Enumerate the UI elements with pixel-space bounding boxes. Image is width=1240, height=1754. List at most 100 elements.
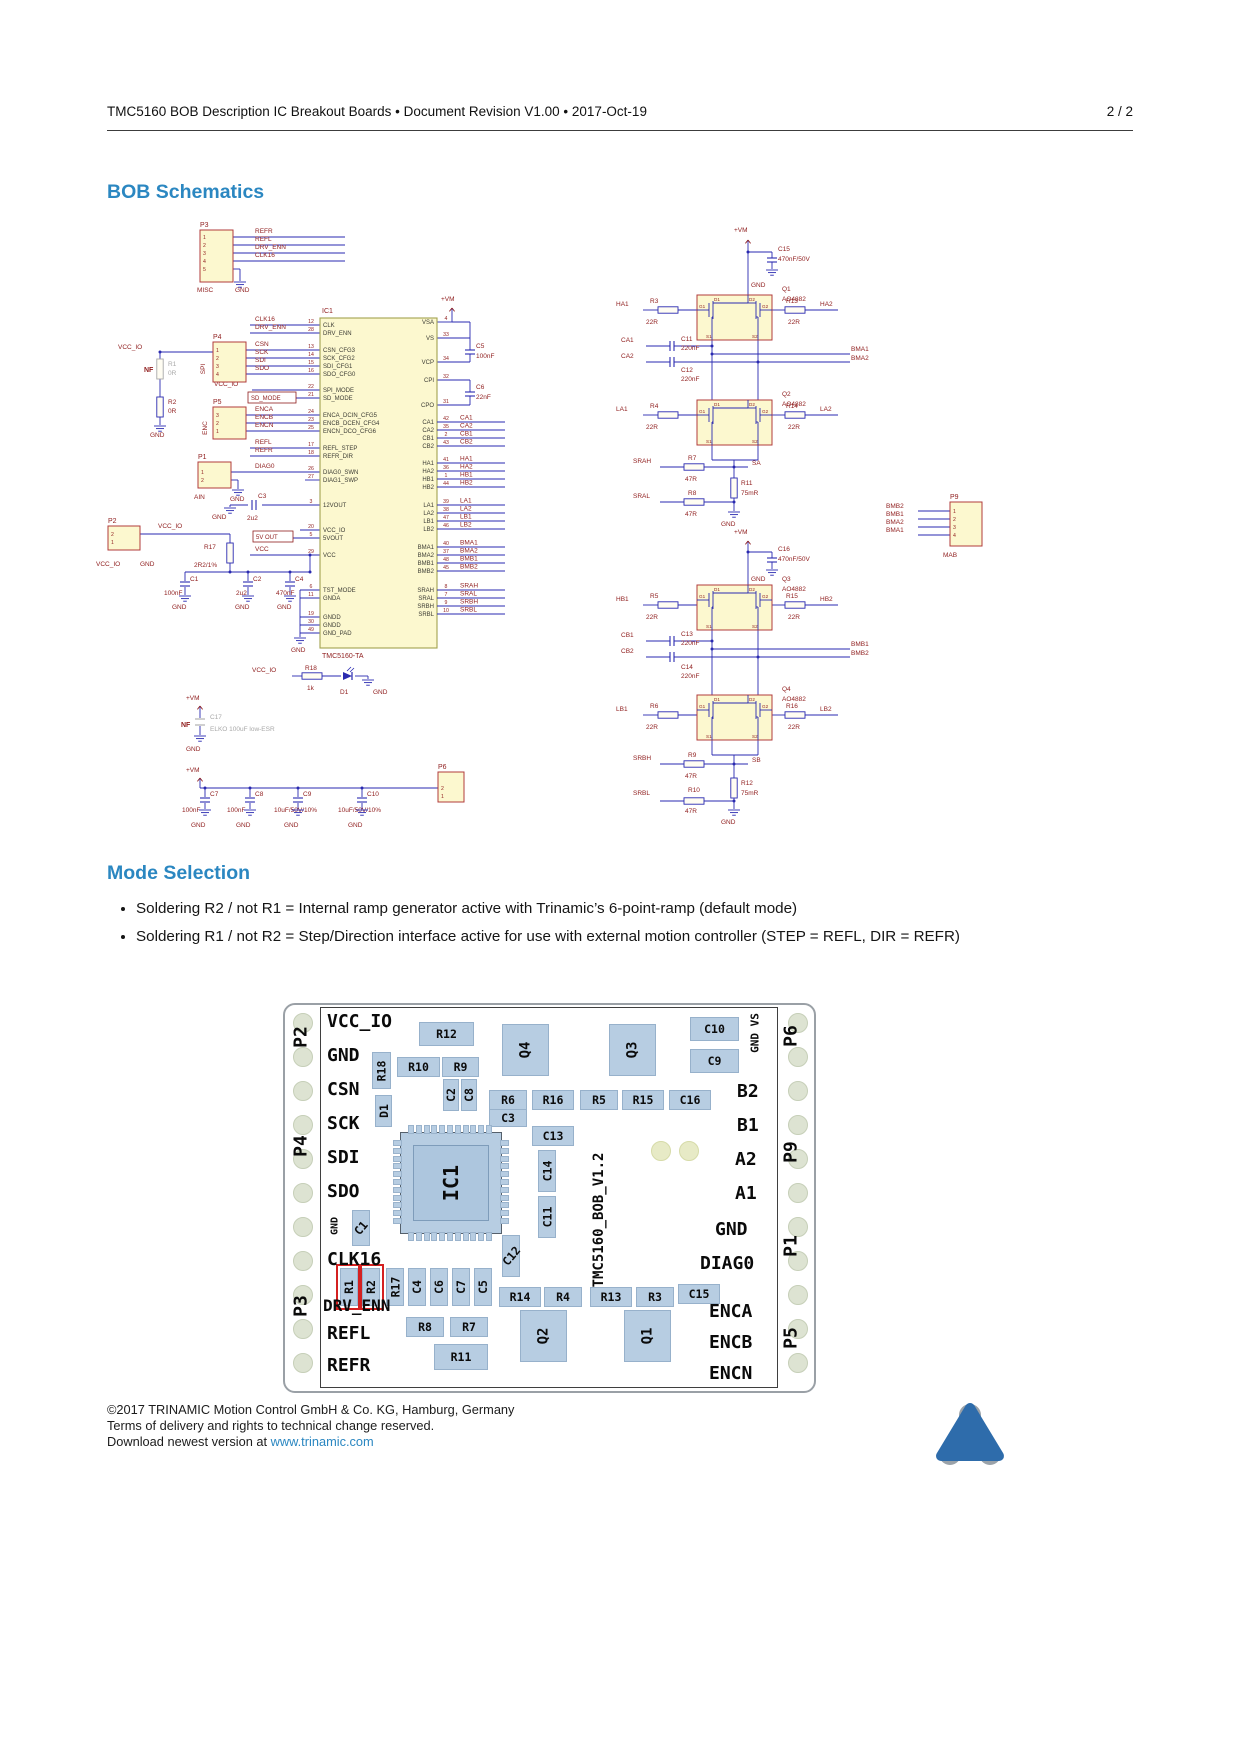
dual-mosfet-block: [696, 694, 773, 741]
connector-pad: [293, 1115, 313, 1135]
schematic-label: ENCB: [255, 414, 273, 421]
schematic-label: C2: [253, 576, 262, 583]
schematic-label: D2: [749, 402, 755, 407]
schematic-label: D1: [714, 697, 720, 702]
connector-pad: [293, 1047, 313, 1067]
ic-pin-number: 45: [443, 565, 449, 571]
schematic-label: CB2: [621, 648, 634, 655]
footer-download-text: Download newest version at: [107, 1433, 271, 1449]
ic-pin-name: ENCN_DCO_CFG6: [323, 429, 377, 435]
board-component-r2: R2: [358, 1264, 384, 1310]
board-label-b2: B2: [737, 1081, 759, 1102]
schematic-label: 22R: [788, 724, 800, 731]
schematic-label: C13: [681, 631, 693, 638]
net-label: HA1: [460, 456, 473, 463]
schematic-label: S1: [706, 624, 712, 629]
schematic-label: AIN: [194, 494, 205, 501]
connector-pin-number: 1: [201, 470, 204, 476]
board-component-c5: C5: [474, 1268, 492, 1306]
ic-pin-name: HB2: [422, 485, 434, 491]
board-component-r16: R16: [532, 1090, 574, 1110]
board-label-sdo: SDO: [327, 1181, 360, 1202]
schematic-label: HB2: [820, 596, 833, 603]
junction-dot: [756, 655, 760, 659]
board-component-r6: R6: [489, 1090, 527, 1110]
schematic-label: BMB1: [851, 641, 869, 648]
net-label: BMA2: [460, 548, 478, 555]
board-component-c15: C15: [678, 1284, 720, 1304]
junction-dot: [710, 647, 714, 651]
ic-pin-number: 14: [308, 352, 314, 358]
schematic-label: D1: [714, 587, 720, 592]
connector-pin-number: 4: [953, 533, 956, 539]
schematic-label: CB1: [621, 632, 634, 639]
ic-pin-name: VCC: [323, 553, 336, 559]
ic-pin-number: 22: [308, 384, 314, 390]
net-label: LA1: [460, 498, 472, 505]
board-component-r11: R11: [434, 1344, 488, 1370]
schematic-label: SPI: [200, 364, 207, 375]
schematic-label: 2R2/1%: [194, 562, 217, 569]
schematic-label: D1: [714, 402, 720, 407]
junction-dot: [158, 350, 162, 354]
schematic-label: SRBL: [633, 790, 650, 797]
net-label: SRAL: [460, 591, 477, 598]
board-component-c2: C2: [443, 1079, 459, 1111]
wire: [199, 705, 203, 710]
ic-pin: [423, 1232, 430, 1241]
schematic-label: ELKO 100uF low-ESR: [210, 726, 275, 733]
schematic-label: GND: [186, 746, 201, 753]
schematic-label: LA1: [616, 406, 628, 413]
board-component-c8: C8: [461, 1079, 477, 1111]
board-label-encn: ENCN: [709, 1363, 753, 1384]
schematic-label: SDO: [255, 365, 269, 372]
led-diode: [343, 672, 352, 680]
ic-pin-name: VS: [426, 336, 434, 342]
schematic-label: BMB2: [886, 503, 904, 510]
section-title-bob-schematics: BOB Schematics: [107, 181, 265, 203]
net-label: HA2: [460, 464, 473, 471]
ic-pin: [500, 1171, 509, 1178]
junction-dot: [288, 570, 292, 574]
net-port-label: SD_MODE: [251, 396, 281, 402]
schematic-label: SA: [752, 460, 761, 467]
board-label-gnd: GND: [327, 1045, 360, 1066]
ic-pin-name: LB2: [423, 527, 434, 533]
ic-pin: [393, 1202, 402, 1209]
schematic-label: R4: [650, 403, 659, 410]
ic-pin: [439, 1125, 446, 1134]
ic-pin: [393, 1155, 402, 1162]
ic-pin-number: 33: [443, 332, 449, 338]
junction-dot: [746, 550, 750, 554]
net-port-label: 5V OUT: [256, 535, 278, 541]
ic-pin-name: VSA: [422, 320, 434, 326]
schematic-label: 47R: [685, 476, 697, 483]
trinamic-link[interactable]: www.trinamic.com: [270, 1433, 374, 1449]
ic-pin-number: 19: [308, 611, 314, 617]
ic-pin-name: CSN_CFG3: [323, 348, 356, 354]
board-component-c14: C14: [538, 1150, 556, 1192]
ic-pin: [500, 1202, 509, 1209]
schematic-label: G1: [699, 304, 706, 309]
junction-dot: [296, 786, 300, 790]
schematic-label: MAB: [943, 552, 957, 559]
ic-pin-number: 41: [443, 457, 449, 463]
schematic-label: 75mR: [741, 490, 759, 497]
schematic-label: C4: [295, 576, 304, 583]
connector-pin-number: 1: [216, 348, 219, 354]
schematic-label: R5: [650, 593, 659, 600]
schematic-label: 100nF: [227, 807, 245, 814]
board-component-r7: R7: [450, 1317, 488, 1337]
board-hole: [651, 1141, 671, 1161]
schematic-label: S2: [752, 734, 758, 739]
ic-pin-name: HB1: [422, 477, 434, 483]
schematic-label: 10uF/50V/10%: [274, 807, 317, 814]
connector-pin-number: 4: [216, 372, 219, 378]
schematic-label: SDI: [255, 357, 266, 364]
schematic-label: BMB2: [851, 650, 869, 657]
ic-pin: [500, 1186, 509, 1193]
ic-pin-name: DRV_ENN: [323, 331, 352, 337]
ic-pin: [415, 1232, 422, 1241]
schematic-label: SB: [752, 757, 761, 764]
dual-mosfet-block: [696, 294, 773, 341]
